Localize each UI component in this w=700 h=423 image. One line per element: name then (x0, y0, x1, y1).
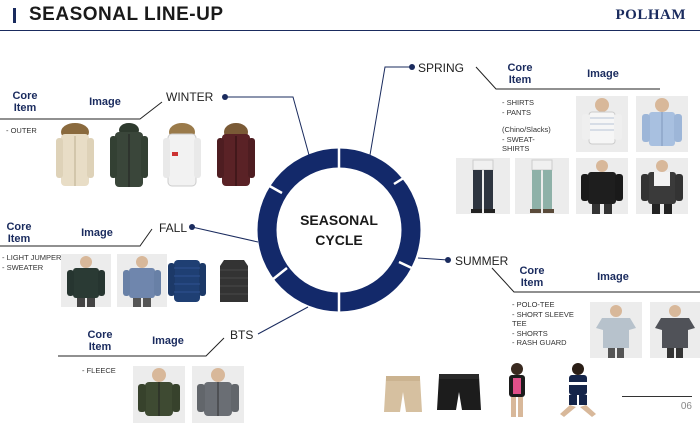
fall-image-header: Image (81, 227, 113, 239)
bts-product-image-1 (133, 366, 185, 423)
summer-item: - SHORTS (512, 328, 548, 338)
summer-core-header: Core Item (519, 265, 545, 289)
winter-item: - OUTER (6, 126, 37, 135)
fall-product-image-4 (214, 254, 254, 307)
winter-core-header: Core Item (12, 90, 38, 114)
season-label-spring: SPRING (418, 61, 465, 75)
spring-product-image-4 (515, 158, 569, 214)
cycle-center-text: SEASONAL CYCLE (266, 210, 412, 250)
summer-product-image-2 (650, 302, 700, 358)
summer-item-list: - POLO-TEE - SHORT SLEEVE TEE - SHORTS -… (512, 300, 574, 348)
summer-item: - RASH GUARD (512, 338, 567, 347)
winter-product-image-2 (109, 122, 149, 188)
spring-product-image-3 (456, 158, 510, 214)
spring-core-header: Core Item (507, 62, 533, 86)
cycle-line-1: SEASONAL (300, 212, 378, 228)
winter-item-list: - OUTER (6, 126, 37, 136)
bts-item: - FLEECE (82, 366, 116, 375)
fall-core-header: Core Item (6, 221, 32, 245)
winter-product-image-3 (162, 122, 202, 188)
spring-product-image-5 (576, 158, 628, 214)
spring-item: SHIRTS (502, 144, 530, 153)
bts-core-header: Core Item (87, 329, 113, 353)
spring-item: - SHIRTS (502, 98, 534, 107)
fall-item: - SWEATER (2, 262, 44, 272)
summer-item: - SHORT SLEEVE (512, 309, 574, 319)
season-label-summer: SUMMER (455, 254, 509, 268)
summer-item: - POLO-TEE (512, 300, 555, 309)
spring-item: - PANTS (502, 107, 532, 117)
fall-product-image-1 (61, 254, 111, 307)
winter-product-image-1 (54, 122, 96, 188)
season-label-fall: FALL (159, 221, 188, 235)
summer-item: TEE (512, 319, 527, 328)
page-title: SEASONAL LINE-UP (29, 4, 224, 25)
fall-product-image-2 (117, 254, 167, 307)
cycle-line-2: CYCLE (315, 232, 363, 248)
summer-product-image-6 (552, 362, 608, 418)
spring-product-image-2 (636, 96, 688, 152)
summer-image-header: Image (597, 271, 629, 283)
spring-item-list: - SHIRTS - PANTS (Chino/Slacks) - SWEAT-… (502, 98, 551, 154)
fall-item: - LIGHT JUMPER (2, 253, 62, 262)
bts-image-header: Image (152, 335, 184, 347)
spring-item: - SWEAT- (502, 134, 535, 144)
fall-item-list: - LIGHT JUMPER - SWEATER (2, 253, 61, 272)
winter-image-header: Image (89, 96, 121, 108)
brand-logo: POLHAM (615, 7, 686, 23)
page-number-rule (622, 396, 692, 397)
summer-product-image-5 (491, 362, 543, 418)
winter-product-image-4 (216, 122, 256, 188)
spring-item: (Chino/Slacks) (502, 125, 551, 134)
title-bar: SEASONAL LINE-UP POLHAM (0, 0, 700, 31)
summer-product-image-3 (380, 368, 426, 418)
bts-product-image-2 (192, 366, 244, 423)
page-number: 06 (680, 401, 692, 412)
summer-product-image-1 (590, 302, 642, 358)
spring-image-header: Image (587, 68, 619, 80)
season-label-bts: BTS (230, 328, 254, 342)
summer-product-image-4 (433, 366, 485, 418)
spring-product-image-6 (636, 158, 688, 214)
title-accent-bar (13, 8, 16, 23)
season-label-winter: WINTER (166, 90, 214, 104)
bts-item-list: - FLEECE (82, 366, 116, 376)
spring-product-image-1 (576, 96, 628, 152)
fall-product-image-3 (167, 254, 207, 307)
